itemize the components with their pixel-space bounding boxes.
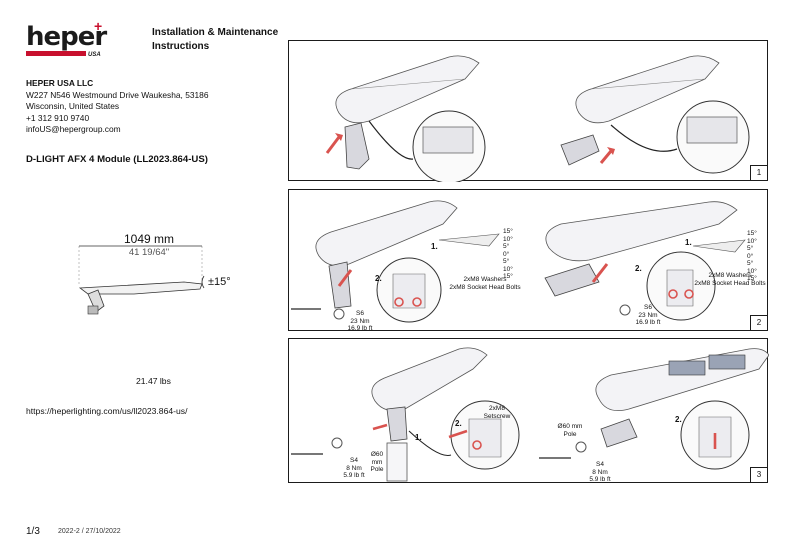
- document-title-line1: Installation & Maintenance: [152, 27, 279, 38]
- page-number: 1/3: [26, 526, 40, 537]
- panel-2-step1-b: 1.: [685, 238, 692, 247]
- panel-2-step1-a: 1.: [431, 242, 438, 251]
- panel-2-angle-scale-b: 15°10°5°0°5°10°15°: [747, 230, 757, 282]
- panel-3-step2-b: 2.: [675, 415, 682, 424]
- brand-logo: heper + USA: [26, 18, 107, 58]
- logo-plus-mark: +: [94, 18, 103, 34]
- panel-2-illustration: [291, 200, 746, 323]
- document-version: 2022-2 / 27/10/2022: [58, 528, 121, 535]
- panel-2-step2-a: 2.: [375, 274, 382, 283]
- dimension-tilt: ±15°: [208, 276, 231, 288]
- luminaire-side-icon: [78, 245, 205, 315]
- product-url[interactable]: https://heperlighting.com/us/ll2023.864-…: [26, 406, 188, 416]
- product-name: D-LIGHT AFX 4 Module (LL2023.864-US): [26, 154, 208, 165]
- logo-wordmark: heper: [26, 22, 107, 52]
- panel-2-angle-scale-a: 15°10°5°0°5°10°15°: [503, 228, 513, 280]
- logo-sub: USA: [88, 52, 101, 58]
- panel-2-step2-b: 2.: [635, 264, 642, 273]
- instruction-panel-1: 1: [288, 40, 768, 182]
- panel-2-number: 2: [750, 315, 767, 330]
- document-title-line2: Instructions: [152, 41, 210, 52]
- panel-3-step1-a: 1.: [415, 433, 422, 442]
- panel-3-pole-label-b: Ø60 mm Pole: [557, 423, 583, 438]
- panel-3-illustration: [291, 347, 769, 482]
- company-phone: +1 312 910 9740: [26, 112, 90, 123]
- panel-3-step2-a: 2.: [455, 419, 462, 428]
- dimension-length-in: 41 19/64": [128, 247, 170, 258]
- company-address1: W227 N546 Westmound Drive Waukesha, 5318…: [26, 89, 209, 100]
- panel-1-illustration: [325, 55, 750, 182]
- logo-red-bar: [26, 51, 86, 56]
- company-email: infoUS@hepergroup.com: [26, 124, 121, 135]
- dimension-drawing: 1049 mm 41 19/64" ±15°: [74, 232, 274, 322]
- panel-1-number: 1: [750, 165, 767, 180]
- product-weight: 21.47 lbs: [136, 376, 171, 386]
- panel-3-pole-label: Ø60 mm Pole: [370, 451, 384, 473]
- dimension-length-mm: 1049 mm: [123, 232, 175, 246]
- company-block: HEPER USA LLC W227 N546 Westmound Drive …: [26, 78, 208, 136]
- document-title: Installation & Maintenance Instructions: [152, 26, 292, 54]
- company-name: HEPER USA LLC: [26, 78, 94, 88]
- panel-3-number: 3: [750, 467, 767, 482]
- company-address2: Wisconsin, United States: [26, 101, 120, 112]
